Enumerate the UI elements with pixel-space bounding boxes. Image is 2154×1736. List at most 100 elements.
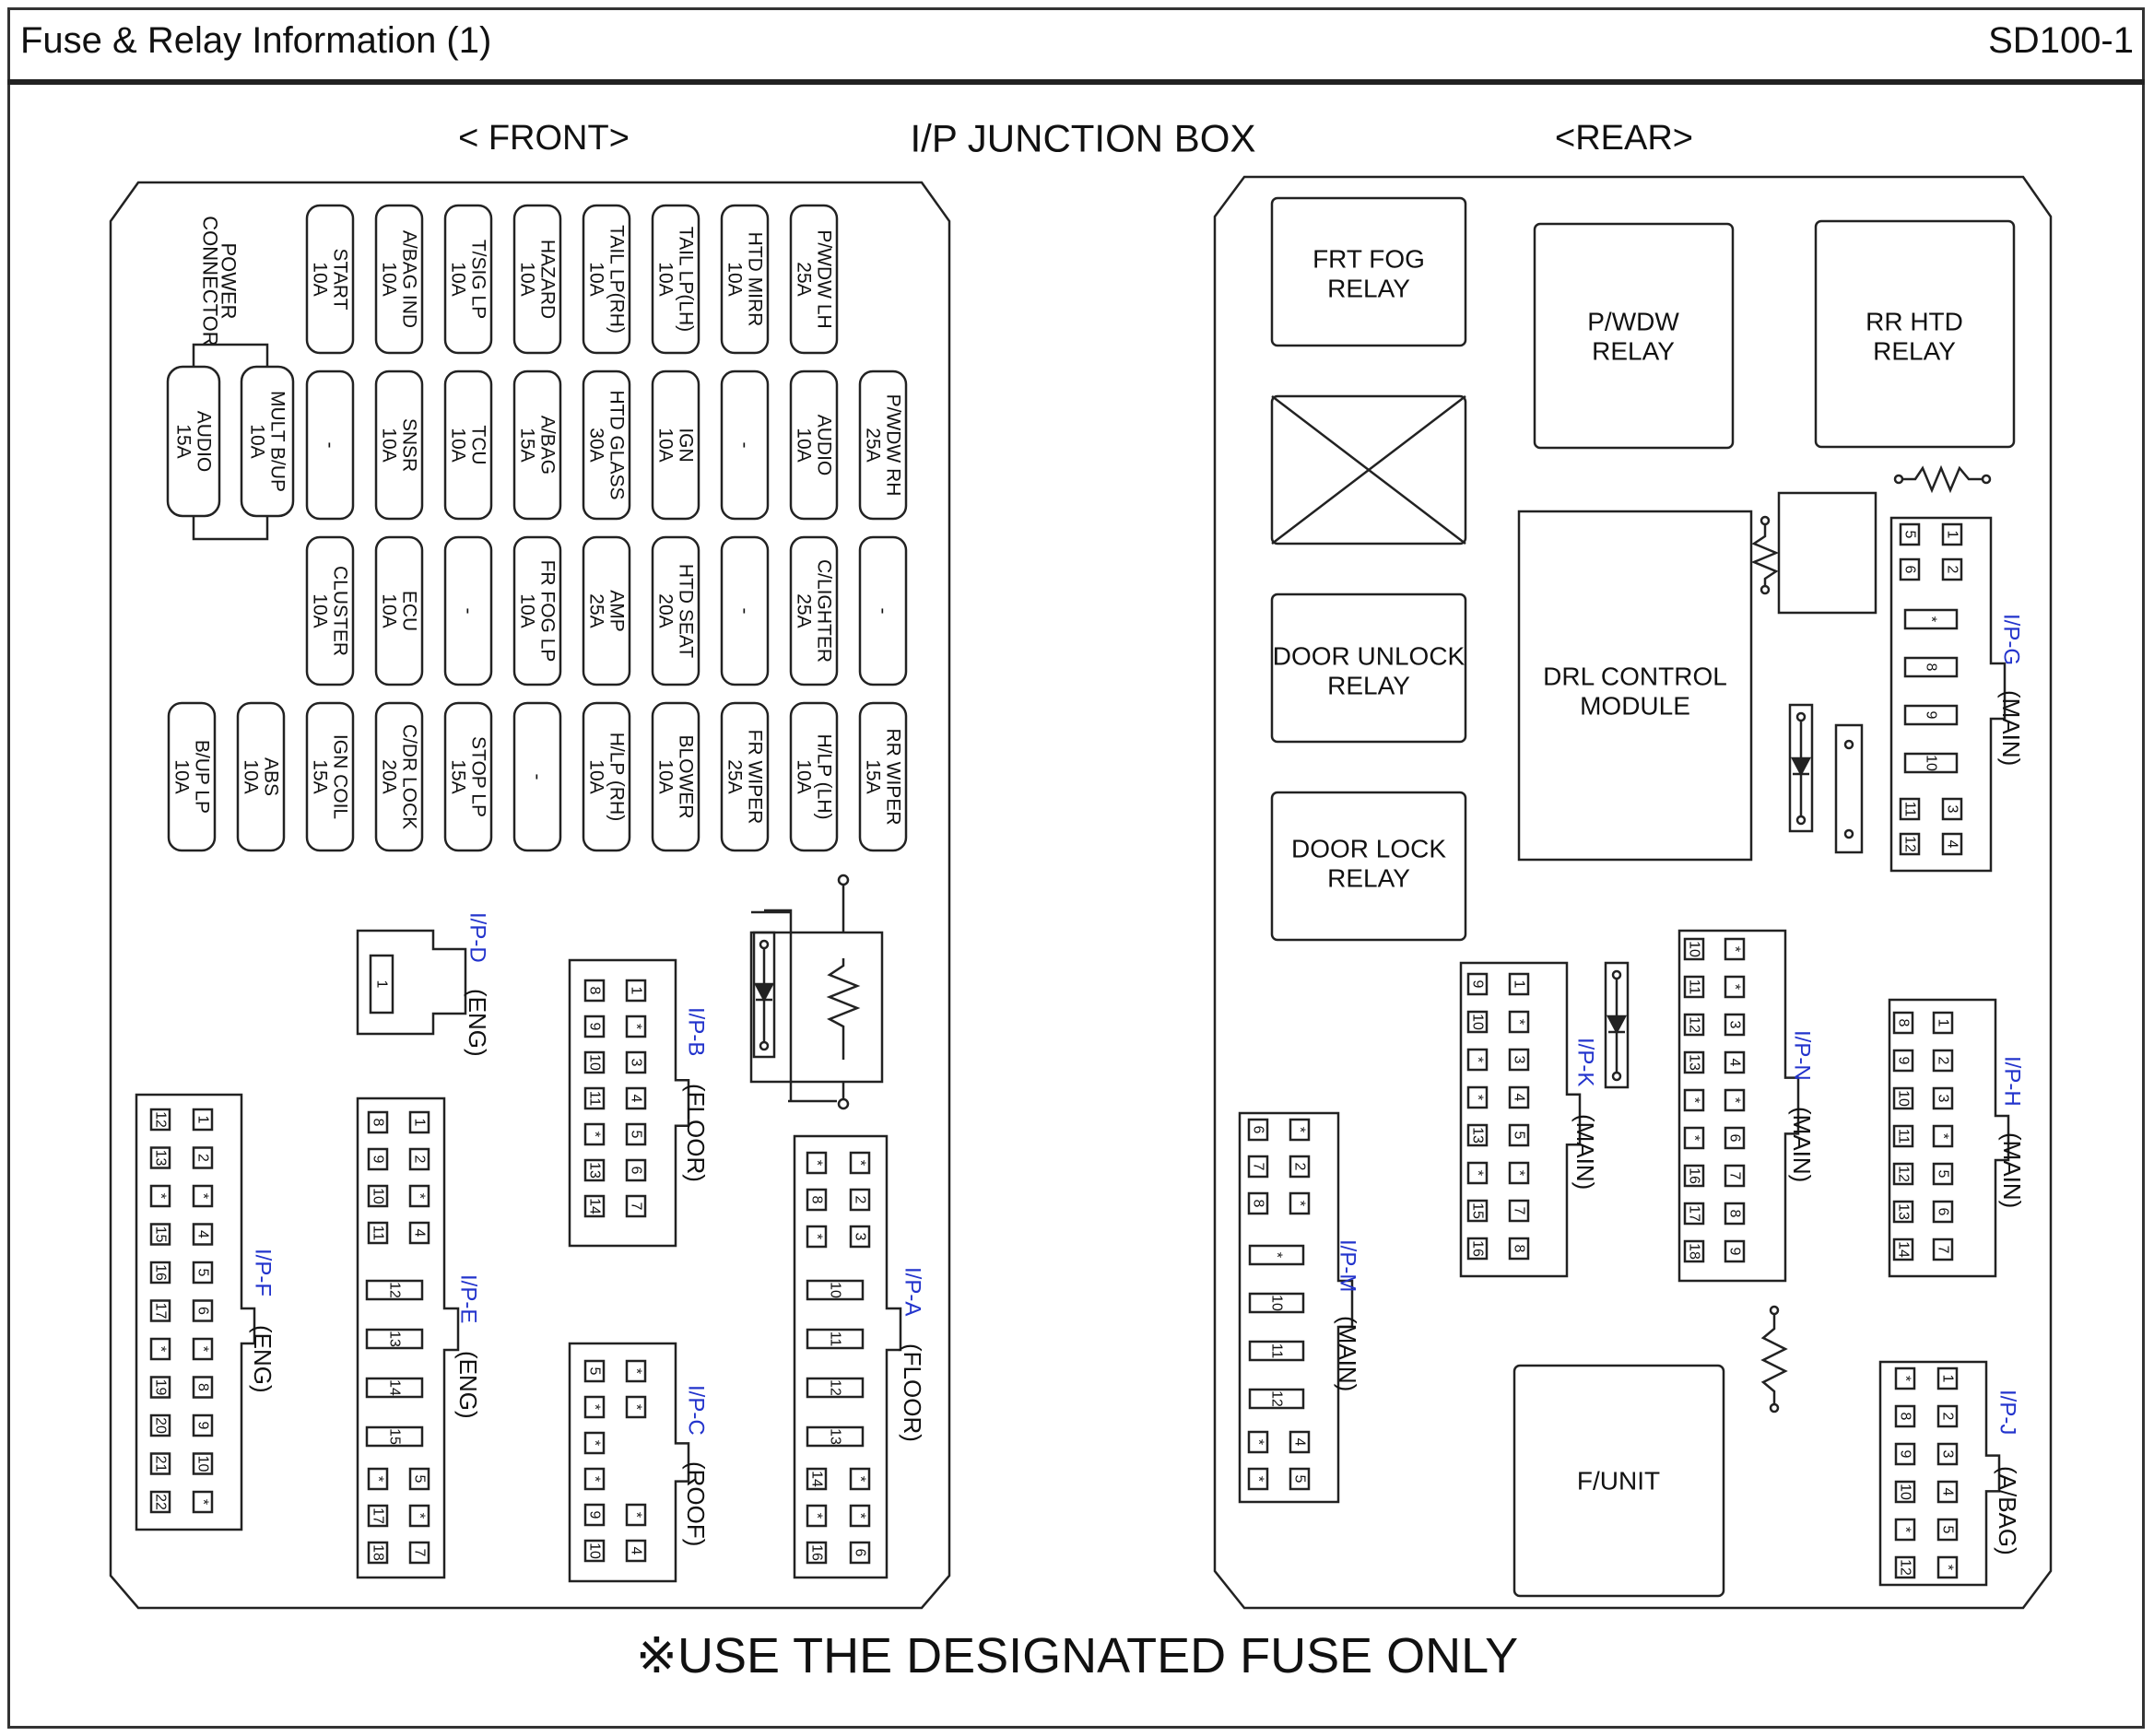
terminal [759, 1040, 770, 1051]
pin [149, 1376, 171, 1399]
fuse-label: TAIL LP(LH)10A [654, 227, 696, 332]
label-line: 30A [585, 428, 606, 462]
pin [806, 1425, 865, 1448]
pin [149, 1337, 171, 1361]
connector-type: (MAIN) [1998, 1132, 2026, 1208]
pin [583, 1467, 606, 1491]
pin [1899, 797, 1921, 821]
pin [1724, 1164, 1746, 1188]
fuse [582, 204, 631, 355]
pin-label: * [587, 1476, 603, 1482]
pin [583, 1158, 606, 1182]
pin-label: * [153, 1346, 169, 1352]
pin-label: * [195, 1346, 211, 1352]
pin [1289, 1430, 1311, 1454]
pin [1936, 1367, 1959, 1390]
label-line: RELAY [1592, 337, 1675, 366]
pin-label: 5 [195, 1269, 211, 1277]
label-line: 15A [862, 759, 883, 793]
pin [1894, 1480, 1916, 1504]
pin-label: * [1251, 1476, 1266, 1482]
fuse [443, 204, 493, 355]
label-line: 20A [654, 593, 676, 628]
pin-label: 8 [1924, 663, 1939, 672]
connector-ip-d-label: I/P-D (ENG) [464, 912, 491, 1057]
pin-label: 6 [853, 1549, 868, 1557]
fuse [512, 701, 562, 852]
connector-ip-e-label: I/P-E(ENG) [454, 1274, 482, 1419]
pin-label: * [809, 1513, 825, 1519]
pin [367, 1147, 389, 1171]
pin [1247, 1191, 1269, 1215]
pin [1466, 1010, 1489, 1034]
pin [149, 1490, 171, 1514]
pin [583, 1395, 606, 1419]
resistor [826, 885, 861, 1099]
pin-label: 9 [1898, 1450, 1913, 1459]
pin [408, 1504, 430, 1528]
pin [849, 1467, 871, 1491]
connector-outline [793, 1134, 902, 1579]
connector-name: I/P-K [1573, 1038, 1598, 1086]
connector-name: I/P-A [900, 1267, 925, 1316]
pin [1248, 1244, 1305, 1266]
pin-label: * [195, 1193, 211, 1199]
diode-holder [752, 931, 776, 1059]
pin-label: 19 [153, 1379, 169, 1396]
pin [149, 1299, 171, 1322]
label-line: 10A [585, 759, 606, 793]
pin-label: 5 [1512, 1132, 1527, 1140]
pin [365, 1328, 424, 1350]
label-line: 10A [309, 262, 330, 296]
pin-label: 4 [1512, 1094, 1527, 1102]
pin-label: 20 [153, 1417, 169, 1434]
pin-label: 13 [153, 1150, 169, 1167]
fuse [240, 365, 295, 518]
pin-label: 6 [1936, 1208, 1951, 1216]
pin [1683, 975, 1705, 999]
connector-ip-j-label: I/P-J(A/BAG) [1994, 1390, 2021, 1555]
rear-resistor-left [1750, 515, 1780, 595]
connector-name: I/P-D [465, 912, 490, 963]
pin-label: 10 [587, 1542, 603, 1559]
pin [625, 1086, 647, 1110]
pin-label: 11 [1269, 1343, 1285, 1359]
pin-label: * [853, 1476, 868, 1482]
pin-label: * [629, 1368, 644, 1374]
pin [849, 1188, 871, 1212]
label-line: 10A [378, 593, 399, 628]
pin-label: 21 [153, 1456, 169, 1472]
connector-name: I/P-B [684, 1007, 709, 1056]
pin [625, 1539, 647, 1563]
pin [1508, 1048, 1530, 1072]
label-line: IGN [676, 428, 697, 462]
label-line: 10A [447, 262, 468, 296]
connector-type: (MAIN) [1334, 1316, 1361, 1391]
connector-outline [1238, 1111, 1354, 1504]
pin [192, 1108, 214, 1132]
connector-name: I/P-H [2000, 1056, 2025, 1107]
pin [625, 1122, 647, 1146]
label-line: 10A [171, 759, 192, 793]
pin [1892, 1200, 1914, 1224]
pin-label: 10 [1269, 1295, 1285, 1311]
relay-door-lock [1270, 791, 1467, 942]
pin-label: 6 [1902, 566, 1918, 574]
connector-type: (ENG) [464, 989, 491, 1057]
label-line: C/LIGHTER [814, 559, 835, 663]
terminal [1769, 1305, 1780, 1316]
relay-rr-htd [1814, 219, 2016, 449]
pin [583, 1050, 606, 1074]
pin [149, 1108, 171, 1132]
pin-label: 3 [629, 1059, 644, 1067]
pin-label: 18 [1687, 1243, 1702, 1260]
terminal [1981, 474, 1992, 485]
rear-component-box [1777, 491, 1877, 615]
fuse [720, 535, 770, 686]
